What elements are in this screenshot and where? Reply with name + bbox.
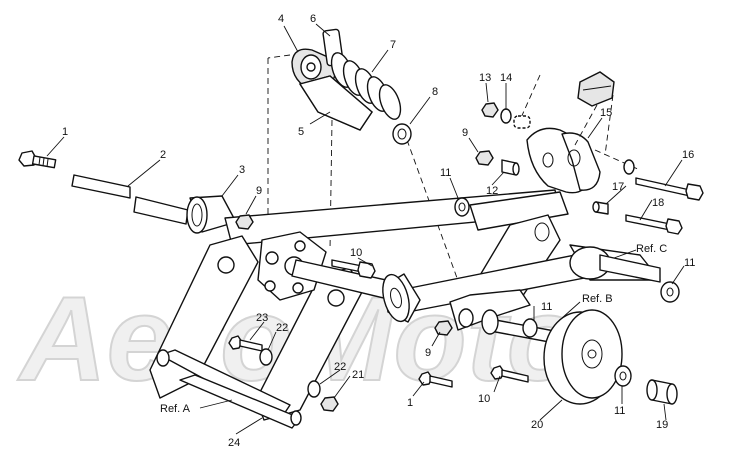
ref-a-label: Ref. A [160,403,191,415]
washer-11-right [660,281,680,303]
callout-12: 12 [486,185,498,197]
callout-9-upper: 9 [462,127,468,139]
wheel-axle [481,309,561,345]
left-suspension-arm [149,235,363,429]
callout-14: 14 [500,72,512,84]
callout-8: 8 [432,86,438,98]
bolt-10-lower [490,365,529,383]
callout-10-lower: 10 [478,393,490,405]
bolt-10-upper [331,259,376,279]
washer-22-upper [259,348,273,366]
nut-9-left [235,214,254,230]
ref-c-label: Ref. C [636,243,667,255]
callout-1-lower: 1 [407,397,413,409]
callout-23: 23 [256,312,268,324]
shock-spring [330,52,402,120]
pivot-plate [257,231,327,301]
callout-19: 19 [656,419,668,431]
leader-lines [46,23,685,435]
spacer-19 [646,379,678,405]
callout-4: 4 [278,13,284,25]
washer-small-right [623,159,635,175]
callout-1-top: 1 [62,126,68,138]
bracket-dashed-link [513,115,531,129]
callout-17: 17 [612,181,624,193]
bolt-1-top [18,150,57,169]
callout-16: 16 [682,149,694,161]
callout-22-upper: 22 [276,322,288,334]
center-bushing [382,273,421,323]
rear-cross-shaft [224,189,569,246]
bushing-3 [186,195,237,234]
callout-3: 3 [239,164,245,176]
upper-spring-housing [574,71,615,146]
nut-13 [481,102,499,118]
washer-11-upper [454,197,470,217]
callout-13: 13 [479,72,491,84]
idler-wheel-20 [543,309,623,405]
bolt-18 [625,214,683,235]
callout-11-mid: 11 [541,301,552,313]
callout-6: 6 [310,13,316,25]
callout-labels: 1 2 3 4 6 7 8 5 9 13 14 15 9 11 12 16 17… [62,13,695,449]
nut-9-lower [434,320,453,336]
callout-10-upper: 10 [350,247,362,259]
callout-11-upper: 11 [440,167,451,179]
callout-9-lower: 9 [425,347,431,359]
callout-5: 5 [298,126,304,138]
spacer-17 [592,201,609,215]
callout-20: 20 [531,419,543,431]
bolt-1-lower [418,371,453,388]
callout-2: 2 [160,149,166,161]
sleeve-2 [71,174,189,225]
callout-18: 18 [652,197,664,209]
bolt-16 [635,177,704,201]
front-cross-shaft [399,244,661,313]
ref-b-label: Ref. B [582,293,613,305]
bracket-15 [526,127,601,194]
callout-11-right: 11 [684,257,695,269]
callout-9-left: 9 [256,185,262,197]
callout-15: 15 [600,107,612,119]
spacer-12 [501,159,520,176]
callout-24: 24 [228,437,240,449]
callout-11-wheel: 11 [614,405,625,417]
nut-9-upper [475,150,494,166]
washer-11-wheel [614,365,632,387]
shock-absorber [291,28,412,145]
callout-22-lower: 22 [334,361,346,373]
callout-21: 21 [352,369,364,381]
nut-21 [320,396,339,412]
callout-7: 7 [390,39,396,51]
washer-22-lower [307,380,321,398]
washer-14 [500,108,512,124]
